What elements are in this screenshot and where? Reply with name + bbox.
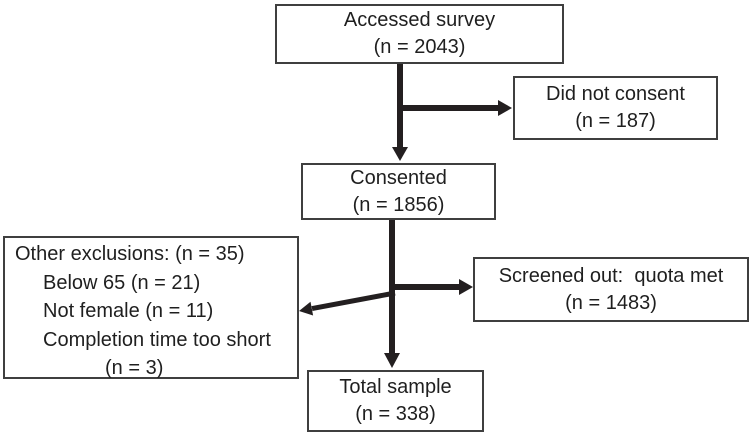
screened-out-label: Screened out: quota met <box>498 264 724 287</box>
consented-label: Consented <box>350 166 447 189</box>
arrow-accessed-to-consented <box>392 62 408 161</box>
arrow-to-other-exclusions <box>299 290 396 316</box>
exclusion-below-65: Below 65 (n = 21) <box>43 271 201 294</box>
accessed-survey-box: Accessed survey (n = 2043) <box>275 4 564 64</box>
exclusion-not-female: Not female (n = 11) <box>43 300 214 322</box>
screened-out-count: (n = 1483) <box>565 291 657 314</box>
did-not-consent-box: Did not consent (n = 187) <box>513 76 718 140</box>
arrow-to-screened-out <box>392 279 473 295</box>
exclusion-completion-time-count: (n = 3) <box>105 357 164 379</box>
total-sample-label: Total sample <box>339 376 452 398</box>
total-sample-count: (n = 338) <box>355 403 436 425</box>
total-sample-box: Total sample (n = 338) <box>307 370 484 432</box>
did-not-consent-label: Did not consent <box>546 83 685 105</box>
exclusion-completion-time: Completion time too short <box>43 328 271 351</box>
other-exclusions-box: Other exclusions: (n = 35) Below 65 (n =… <box>3 236 299 379</box>
accessed-survey-label: Accessed survey <box>343 9 496 31</box>
screened-out-box: Screened out: quota met (n = 1483) <box>473 257 749 322</box>
arrow-to-did-not-consent <box>397 100 512 116</box>
consented-box: Consented (n = 1856) <box>301 163 496 220</box>
did-not-consent-count: (n = 187) <box>575 110 656 132</box>
other-exclusions-header: Other exclusions: (n = 35) <box>15 243 245 265</box>
accessed-survey-count: (n = 2043) <box>373 36 466 58</box>
consented-count: (n = 1856) <box>352 193 445 216</box>
